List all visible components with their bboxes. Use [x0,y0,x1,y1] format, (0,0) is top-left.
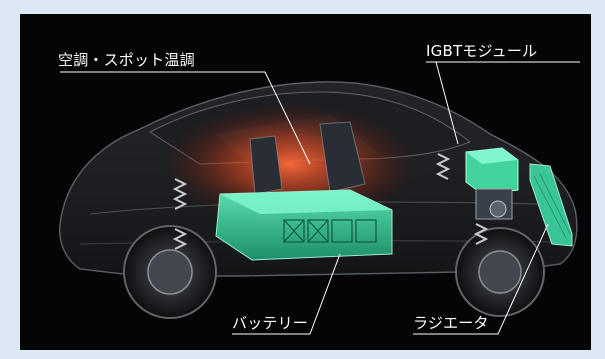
label-radiator: ラジエータ [413,314,489,332]
label-air-conditioning: 空調・スポット温調 [58,51,195,69]
leader-lines [60,61,580,335]
battery-pack-graphic [215,189,393,261]
car-cutaway-graphic [58,61,580,335]
ev-cutaway-illustration: 空調・スポット温調 IGBTモジュール バッテリー ラジエータ [20,14,591,350]
suspension [172,153,489,250]
label-igbt-module: IGBTモジュール [426,42,538,60]
igbt-module-graphic [465,147,519,220]
radiator-graphic [529,163,573,247]
wheels [123,225,545,319]
label-battery: バッテリー [232,314,309,332]
seats [249,121,366,195]
